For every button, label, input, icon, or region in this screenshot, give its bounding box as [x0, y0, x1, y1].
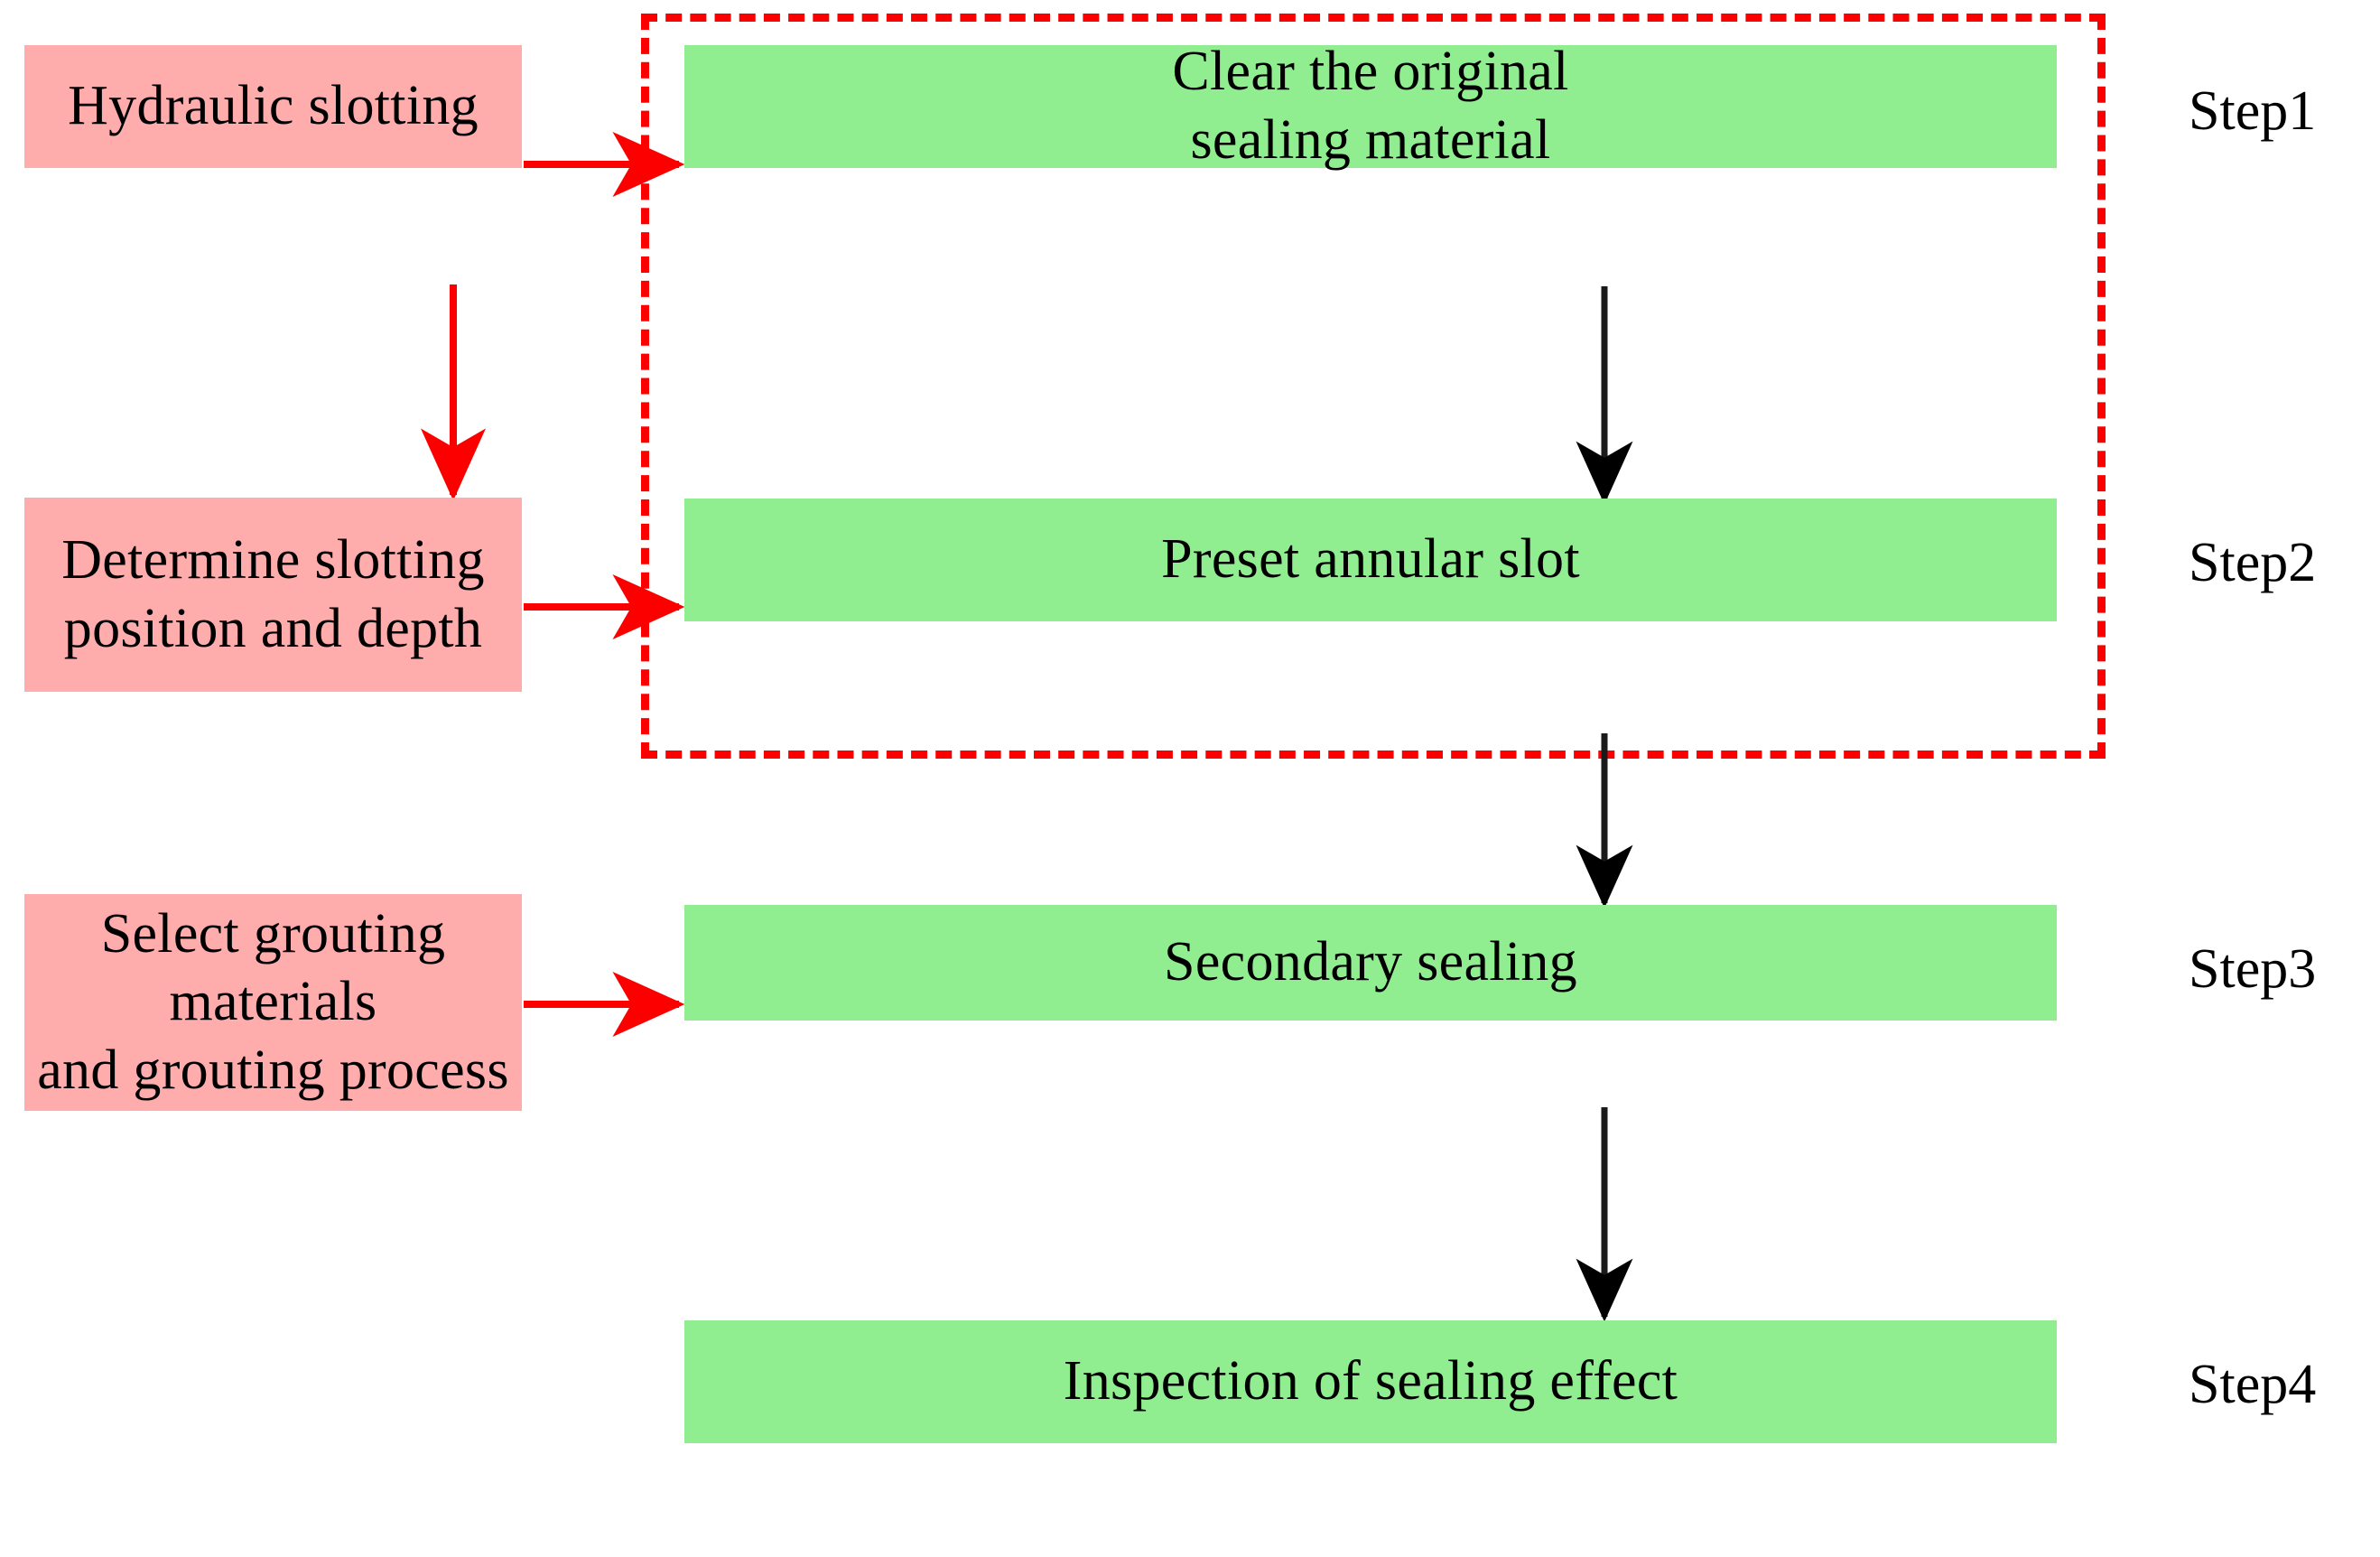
node-clear-original-sealing-material[interactable]: Clear the original sealing material — [684, 41, 2057, 171]
node-secondary-sealing[interactable]: Secondary sealing — [684, 905, 2057, 1021]
step-label-step4: Step4 — [2189, 1354, 2317, 1415]
node-select-grouting[interactable]: Select grouting materials and grouting p… — [24, 894, 522, 1111]
step-label-step3: Step3 — [2189, 938, 2317, 1000]
node-hydraulic-slotting[interactable]: Hydraulic slotting — [24, 45, 522, 168]
step-label-step1: Step1 — [2189, 80, 2317, 142]
step-label-step2: Step2 — [2189, 532, 2317, 593]
node-determine-slotting[interactable]: Determine slotting position and depth — [24, 498, 522, 692]
node-inspection-of-sealing-effect[interactable]: Inspection of sealing effect — [684, 1320, 2057, 1443]
node-preset-annular-slot[interactable]: Preset annular slot — [684, 499, 2057, 621]
